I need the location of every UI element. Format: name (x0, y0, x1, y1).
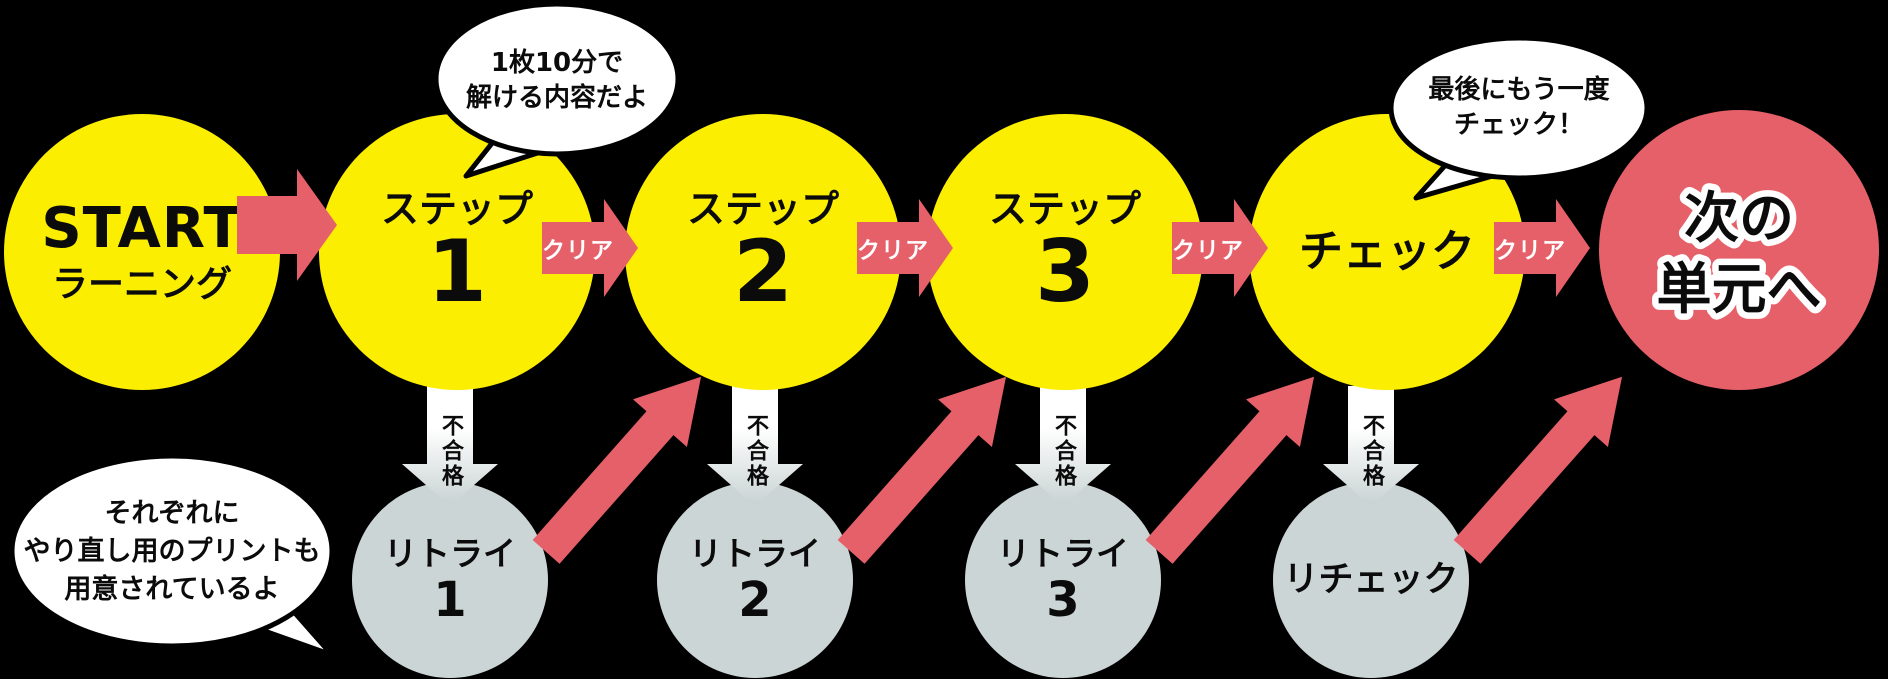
bubble-line: やり直し用のプリントも (23, 536, 321, 568)
recheck-label: リチェック (1283, 559, 1459, 600)
bubble-line: 解ける内容だよ (465, 83, 648, 113)
retry-circle-1: リトライ 1 (352, 482, 548, 678)
bubble-line: それぞれに (104, 498, 240, 530)
clear-arrow-label: クリア (857, 238, 929, 264)
fail-arrow-label: 不合格 (438, 414, 463, 489)
bubble-body (9, 453, 335, 649)
fail-arrow-label: 不合格 (1359, 414, 1384, 489)
speech-bubble-check (1388, 35, 1650, 201)
bubble-body (433, 1, 681, 157)
speech-bubble-step1-text: 1枚10分で 解ける内容だよ (437, 8, 677, 154)
speech-bubble-retry (9, 453, 335, 658)
start-subtitle: ラーニング (51, 264, 232, 305)
step-label: ステップ (380, 187, 533, 232)
clear-arrow-label: クリア (1172, 238, 1244, 264)
next-unit-circle: 次の 単元へ (1599, 110, 1879, 390)
retry-number: 1 (433, 571, 467, 628)
bubble-line: 1枚10分で (490, 47, 624, 78)
clear-arrow-label: クリア (1494, 238, 1566, 264)
retry-circle-3: リトライ 3 (965, 482, 1161, 678)
clear-arrow-label: クリア (542, 238, 614, 264)
speech-bubble-step1 (433, 1, 681, 179)
speech-bubble-check-text: 最後にもう一度 チェック！ (1392, 42, 1646, 174)
recheck-circle: リチェック (1273, 482, 1469, 678)
step-number: 3 (1035, 222, 1095, 323)
step-circle-3: ステップ 3 (927, 114, 1203, 390)
start-circle: START ラーニング (4, 114, 280, 390)
fail-arrow-label: 不合格 (1051, 414, 1076, 489)
step-circle-2: ステップ 2 (625, 114, 901, 390)
step-number: 1 (427, 222, 487, 323)
retry-circle-2: リトライ 2 (657, 482, 853, 678)
fail-arrow-label: 不合格 (743, 414, 768, 489)
step-label: ステップ (988, 187, 1141, 232)
next-unit-line1: 次の (1684, 186, 1794, 250)
step-label: ステップ (686, 187, 839, 232)
retry-number: 3 (1046, 571, 1080, 628)
retry-number: 2 (738, 571, 772, 628)
retry-label: リトライ (384, 533, 516, 573)
retry-label: リトライ (689, 533, 821, 573)
bubble-body (1388, 35, 1650, 181)
bubble-line: 最後にもう一度 (1428, 74, 1610, 105)
next-unit-text: 次の 単元へ (1650, 180, 1828, 328)
bubble-line: 用意されているよ (64, 573, 280, 605)
next-unit-line2: 単元へ (1656, 257, 1821, 321)
start-title: START (41, 196, 243, 261)
retry-label: リトライ (997, 533, 1129, 573)
step-number: 2 (733, 222, 793, 323)
bubble-line: チェック！ (1453, 110, 1584, 140)
check-label: チェック (1299, 226, 1475, 277)
speech-bubble-retry-text: それぞれに やり直し用のプリントも 用意されているよ (12, 460, 332, 644)
